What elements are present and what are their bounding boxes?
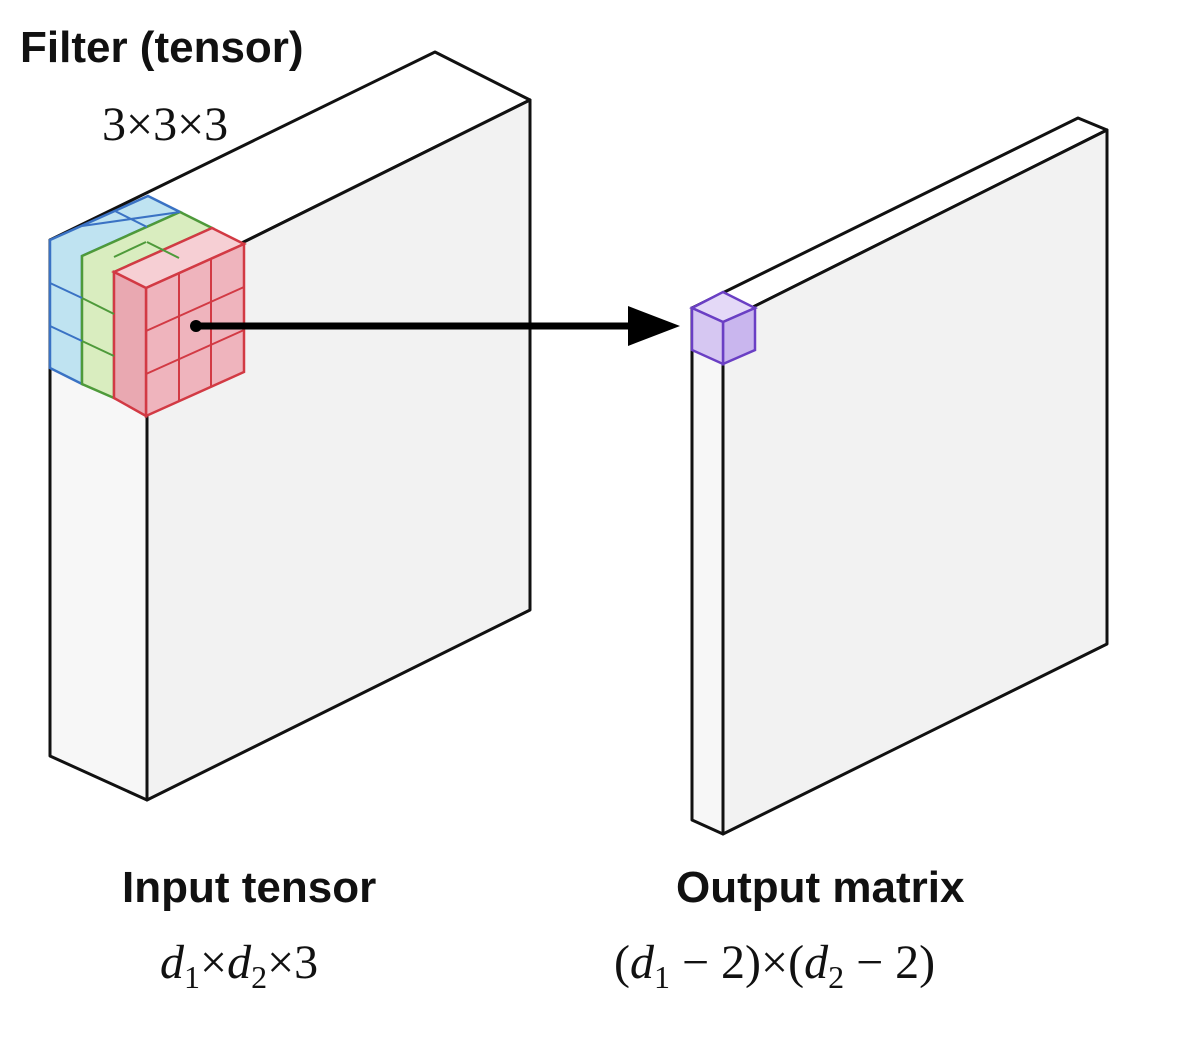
output-front-face (721, 128, 1109, 836)
output-open: ( (614, 936, 630, 989)
arrow-head (628, 306, 680, 346)
output-minus1: − 2)×( (670, 936, 804, 989)
input-d2-base: d (227, 936, 252, 989)
filter-grid-green (81, 241, 180, 357)
output-dims: (d1 − 2)×(d2 − 2) (614, 936, 935, 995)
output-cell-left (690, 306, 725, 366)
output-title: Output matrix (676, 863, 965, 912)
input-title: Input tensor (122, 863, 376, 912)
filter-grid-blue (49, 210, 181, 342)
input-d1-base: d (160, 936, 185, 989)
output-minus2: − 2) (844, 936, 935, 989)
input-times2: ×3 (267, 936, 318, 989)
output-side-face (690, 306, 725, 836)
output-d1-sub: 1 (654, 959, 670, 995)
input-dims: d1×d2×3 (160, 936, 318, 995)
filter-cube (48, 194, 247, 419)
output-d2-sub: 2 (828, 959, 844, 995)
filter-size: 3×3×3 (102, 98, 228, 151)
filter-title: Filter (tensor) (20, 23, 304, 72)
input-tensor-slab (48, 50, 532, 802)
arrow-origin-dot (190, 320, 202, 332)
input-d2-sub: 2 (251, 959, 267, 995)
mapping-arrow (190, 306, 680, 346)
input-d1-sub: 1 (184, 959, 200, 995)
output-d1-base: d (630, 936, 655, 989)
output-d2-base: d (804, 936, 829, 989)
filter-slice-red-left (112, 269, 148, 419)
output-cell (689, 290, 758, 366)
output-matrix-slab (690, 116, 1109, 836)
input-times1: × (200, 936, 227, 989)
